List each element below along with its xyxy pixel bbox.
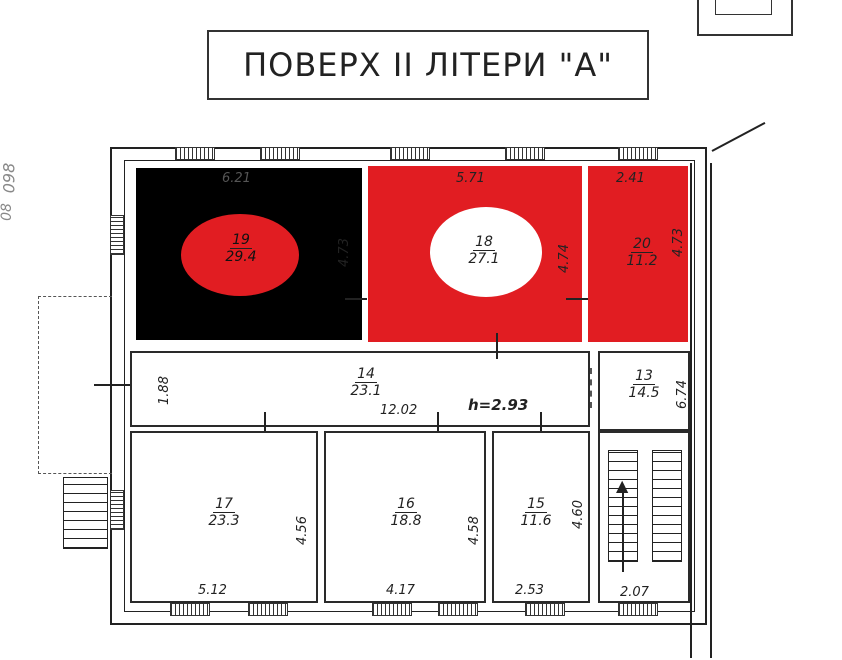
window: [372, 603, 412, 616]
room-number: 20: [631, 236, 653, 254]
room-20: [588, 166, 688, 342]
right-annex-line: [711, 121, 766, 152]
partition-line: [590, 368, 592, 408]
room-17: [130, 431, 318, 603]
window: [110, 490, 124, 530]
dimension-label: 4.58: [466, 516, 482, 545]
dimension-label: 6.21: [222, 171, 251, 186]
room-18-highlight: [430, 207, 542, 297]
room-18-label: 18 27.1: [456, 234, 512, 267]
floor-title: ПОВЕРХ ІІ ЛІТЕРИ "А": [243, 46, 613, 84]
room-number: 17: [213, 496, 235, 514]
room-14: [130, 351, 590, 427]
room-19-label: 19 29.4: [213, 232, 269, 265]
window: [618, 603, 658, 616]
window: [390, 147, 430, 160]
room-area: 23.3: [208, 513, 240, 530]
door-mark: [264, 412, 266, 440]
room-16: [324, 431, 486, 603]
window: [438, 603, 478, 616]
room-number: 16: [395, 496, 417, 514]
right-annex-wall: [690, 163, 712, 658]
adjacent-building-fragment: [697, 0, 793, 36]
margin-mark: 098: [0, 162, 19, 194]
stair-arrow-line: [622, 492, 624, 572]
floor-title-box: ПОВЕРХ ІІ ЛІТЕРИ "А": [207, 30, 649, 100]
dimension-label: 5.71: [456, 171, 485, 186]
room-number: 14: [355, 366, 377, 384]
dimension-label: 2.53: [515, 583, 544, 598]
window: [525, 603, 565, 616]
door-mark: [566, 298, 588, 300]
room-number: 18: [473, 234, 495, 252]
room-16-label: 16 18.8: [378, 496, 434, 529]
dimension-label: 5.12: [198, 583, 227, 598]
door-mark: [437, 412, 439, 440]
dimension-label: 4.60: [570, 500, 586, 529]
dimension-label: 6.74: [674, 380, 690, 409]
window: [170, 603, 210, 616]
room-18: [368, 166, 582, 342]
door-mark: [540, 412, 542, 440]
room-area: 23.1: [350, 383, 382, 400]
window: [505, 147, 545, 160]
room-13-label: 13 14.5: [622, 368, 666, 401]
margin-mark: 08: [0, 203, 15, 221]
room-13: [598, 351, 690, 431]
room-area: 29.4: [225, 249, 257, 266]
window: [618, 147, 658, 160]
room-area: 11.2: [626, 253, 658, 270]
room-15-label: 15 11.6: [514, 496, 558, 529]
adjacent-building-line: [715, 0, 772, 15]
room-14-label: 14 23.1: [338, 366, 394, 399]
dimension-label: 12.02: [380, 403, 418, 418]
stair-direction-arrow: ▲: [616, 476, 629, 495]
dimension-label: 4.74: [556, 244, 572, 273]
room-area: 14.5: [628, 385, 660, 402]
dimension-label: 2.41: [616, 171, 645, 186]
door-mark: [94, 384, 130, 386]
window: [260, 147, 300, 160]
window: [175, 147, 215, 160]
dimension-label: 4.17: [386, 583, 415, 598]
room-17-label: 17 23.3: [196, 496, 252, 529]
room-area: 18.8: [390, 513, 422, 530]
stair-flight-right: [652, 450, 682, 562]
ceiling-height-label: h=2.93: [468, 396, 529, 414]
dimension-label: 2.07: [620, 585, 649, 600]
room-19-highlight: [181, 214, 299, 296]
window: [248, 603, 288, 616]
window: [110, 215, 124, 255]
left-entrance-steps: [63, 477, 108, 549]
room-15: [492, 431, 590, 603]
dimension-label: 4.56: [294, 516, 310, 545]
room-number: 15: [525, 496, 547, 514]
room-number: 19: [230, 232, 252, 250]
left-porch: [38, 296, 112, 474]
door-mark: [496, 333, 498, 359]
room-20-label: 20 11.2: [620, 236, 664, 269]
room-number: 13: [633, 368, 655, 386]
dimension-label: 4.73: [670, 228, 686, 257]
dimension-label: 4.73: [336, 238, 352, 267]
room-area: 11.6: [520, 513, 552, 530]
room-area: 27.1: [468, 251, 500, 268]
dimension-label: 1.88: [156, 376, 172, 405]
door-mark: [345, 298, 367, 300]
